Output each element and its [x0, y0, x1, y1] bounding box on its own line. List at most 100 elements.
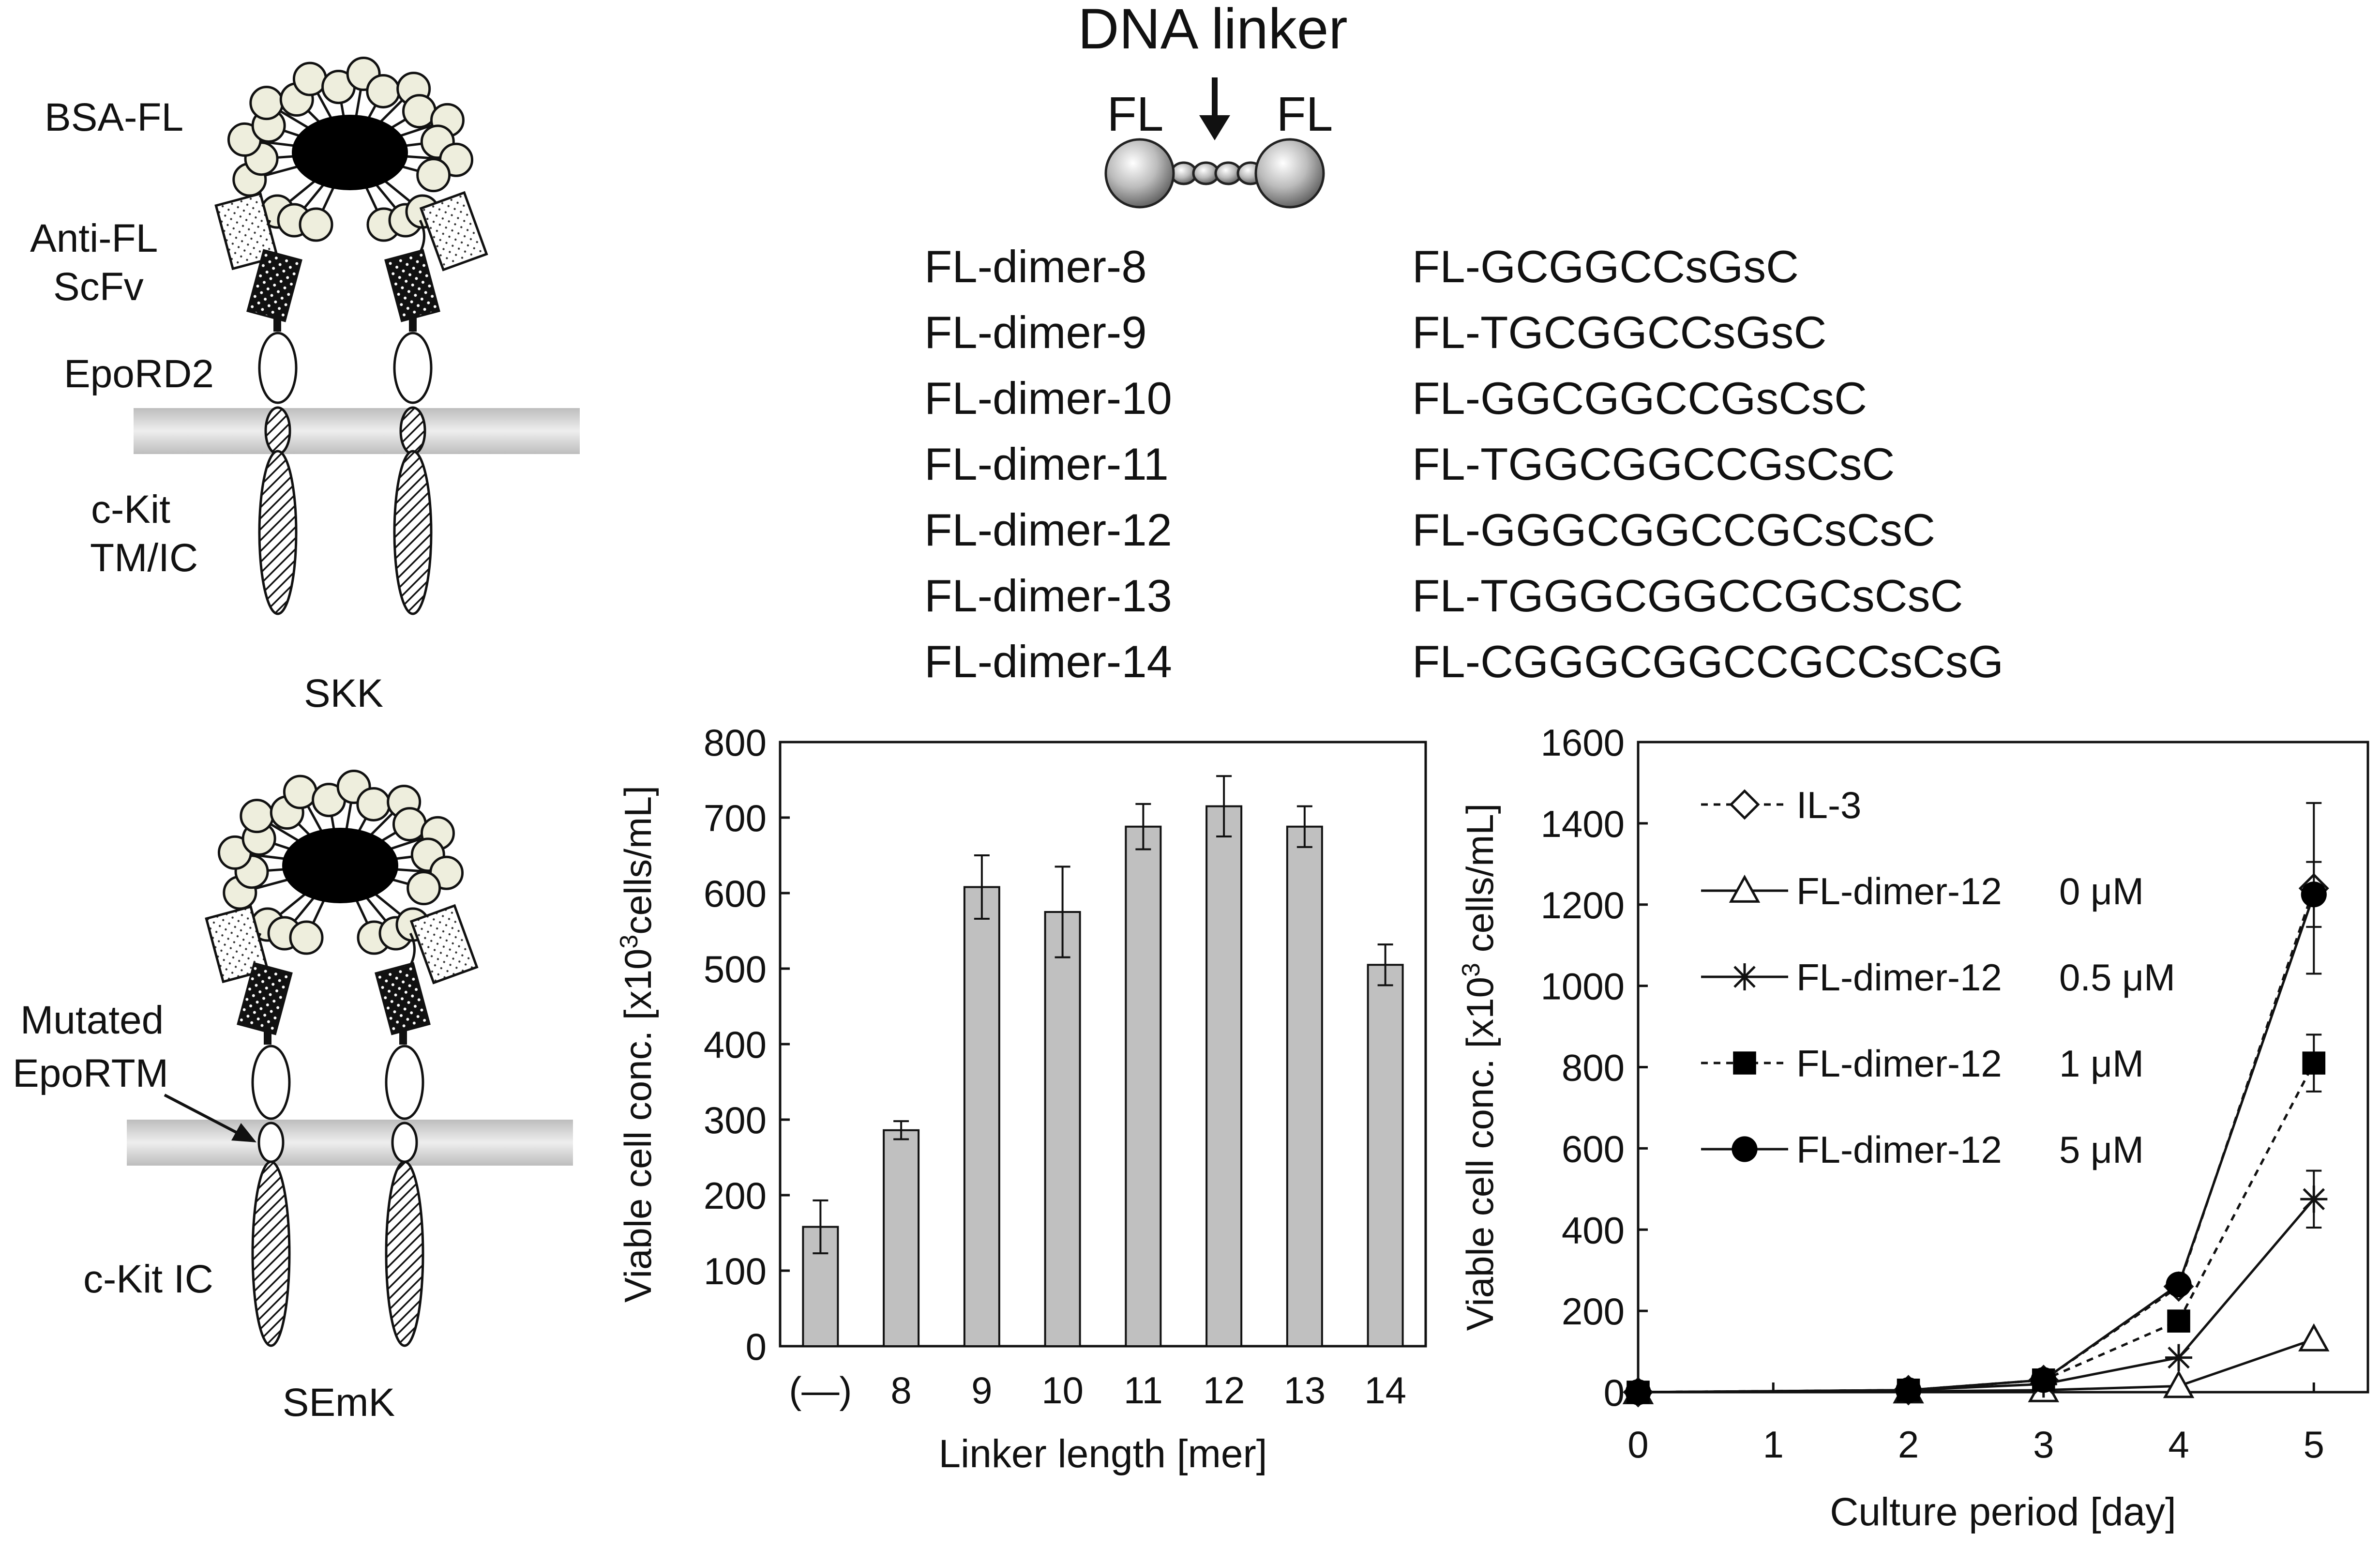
skk-label-ckit-2: TM/IC — [90, 536, 198, 580]
sequence-value: FL-TGCGGCCsGsC — [1412, 307, 1826, 358]
y-tick-label: 300 — [704, 1099, 767, 1141]
y-tick-label: 1000 — [1540, 965, 1625, 1008]
skk-label-bsa: BSA-FL — [45, 95, 183, 139]
point-marker — [1729, 789, 1760, 820]
point-marker — [2163, 1370, 2195, 1398]
fl-bead — [356, 787, 391, 821]
scfv-domain-dark — [375, 962, 431, 1035]
semk-label-mutated-2: EpoRTM — [13, 1051, 168, 1095]
scfv-domain — [419, 191, 488, 272]
semk-right-chain — [375, 904, 479, 1347]
x-tick-label: 12 — [1203, 1369, 1245, 1412]
ckit-ic-domain — [385, 1160, 424, 1347]
skk-label-scfv-1: Anti-FL — [30, 216, 158, 260]
point-marker — [2031, 1367, 2057, 1393]
skk-receptor-diagram: BSA-FL Anti-FL ScFv EpoRD2 c-Kit TM/IC S… — [30, 57, 580, 715]
ckit-ic-domain — [251, 1160, 291, 1347]
y-tick-label: 1200 — [1540, 884, 1625, 926]
bsa-core — [292, 115, 408, 190]
point-marker — [2165, 1344, 2193, 1371]
x-tick-label: (—) — [789, 1369, 852, 1412]
linker-title: DNA linker — [1078, 0, 1347, 61]
linker-arrow-head — [1199, 115, 1230, 140]
y-tick-label: 700 — [704, 797, 767, 839]
dna-linker-diagram: DNA linker FL FL FL-dimer-8 FL-GCGGCCsGsC… — [924, 0, 2003, 687]
tm-domain — [264, 406, 291, 456]
sequence-value: FL-GGCGGCCGsCsC — [1412, 373, 1867, 424]
linker-fl-right: FL — [1277, 87, 1333, 141]
x-tick-label: 3 — [2033, 1423, 2054, 1466]
x-tick-label: 5 — [2304, 1423, 2324, 1466]
semk-left-chain — [205, 905, 293, 1347]
skk-label-epord2: EpoRD2 — [64, 352, 214, 396]
x-tick-label: 13 — [1283, 1369, 1326, 1412]
semk-label-ckit: c-Kit IC — [83, 1257, 213, 1301]
semk-receptor-diagram: Mutated EpoRTM c-Kit IC SEmK — [13, 770, 573, 1425]
legend-label: FL-dimer-12 — [1796, 1128, 2002, 1171]
sequence-value: FL-GCGGCCsGsC — [1412, 241, 1799, 292]
sequence-name: FL-dimer-14 — [924, 636, 1172, 687]
bar — [1044, 911, 1081, 1347]
skk-right-chain — [384, 191, 488, 615]
x-tick-label: 9 — [971, 1369, 992, 1412]
bar — [1367, 964, 1404, 1347]
scfv-domain — [214, 192, 279, 271]
skk-label-scfv-2: ScFv — [53, 265, 144, 309]
fl-bead — [249, 86, 284, 121]
series-line — [1638, 1198, 2315, 1394]
mutated-tm-domain — [257, 1122, 285, 1163]
sequence-name: FL-dimer-12 — [924, 504, 1172, 555]
x-tick-label: 0 — [1627, 1423, 1648, 1466]
y-tick-label: 1400 — [1540, 803, 1625, 845]
legend-concentration: 0.5 μM — [2059, 956, 2175, 999]
ckit-ic-domain — [258, 450, 298, 615]
point-marker — [2302, 1051, 2326, 1075]
y-tick-label: 0 — [746, 1325, 767, 1368]
y-tick-label: 0 — [1604, 1371, 1625, 1414]
epord2-domain — [385, 1045, 424, 1120]
y-axis-label: Viable cell conc. [x103 cells/mL] — [1457, 804, 1501, 1331]
sequence-value: FL-TGGGCGGCCGCsCsC — [1412, 570, 1963, 621]
mutated-tm-domain — [391, 1122, 418, 1163]
scfv-domain-dark — [246, 249, 302, 322]
skk-bsa-fl — [227, 57, 474, 242]
x-axis-label: Culture period [day] — [1830, 1490, 2176, 1534]
fl-bead — [416, 158, 451, 193]
point-marker — [1731, 963, 1758, 990]
sequence-name: FL-dimer-8 — [924, 241, 1147, 292]
y-tick-label: 400 — [1562, 1209, 1625, 1251]
y-tick-label: 600 — [704, 872, 767, 915]
x-tick-label: 1 — [1763, 1423, 1784, 1466]
y-tick-label: 100 — [704, 1250, 767, 1292]
bar — [1286, 825, 1323, 1347]
y-tick-label: 1600 — [1540, 721, 1625, 764]
point-marker — [1895, 1377, 1922, 1403]
semk-bsa-fl — [217, 770, 464, 955]
legend-label: FL-dimer-12 — [1796, 956, 2002, 999]
bar — [883, 1129, 920, 1348]
y-tick-label: 800 — [1562, 1047, 1625, 1089]
y-tick-label: 200 — [1562, 1290, 1625, 1333]
epord2-domain — [251, 1045, 291, 1120]
scfv-domain — [409, 904, 479, 985]
y-tick-label: 600 — [1562, 1127, 1625, 1170]
ckit-ic-domain — [393, 450, 433, 615]
sequence-name: FL-dimer-13 — [924, 570, 1172, 621]
y-tick-label: 400 — [704, 1023, 767, 1066]
plot-frame — [779, 741, 1427, 1348]
x-tick-label: 4 — [2168, 1423, 2189, 1466]
linker-fl-left: FL — [1107, 87, 1164, 141]
sequence-name: FL-dimer-11 — [924, 439, 1169, 489]
legend-label: FL-dimer-12 — [1796, 870, 2002, 912]
point-marker — [1732, 1136, 1758, 1162]
y-axis-label: Viable cell conc. [x103cells/mL] — [615, 786, 659, 1303]
fl-bead — [292, 61, 327, 96]
bar — [1205, 805, 1243, 1347]
legend-concentration: 1 μM — [2059, 1042, 2144, 1085]
legend-concentration: 0 μM — [2059, 870, 2144, 912]
point-marker — [2298, 1323, 2330, 1352]
